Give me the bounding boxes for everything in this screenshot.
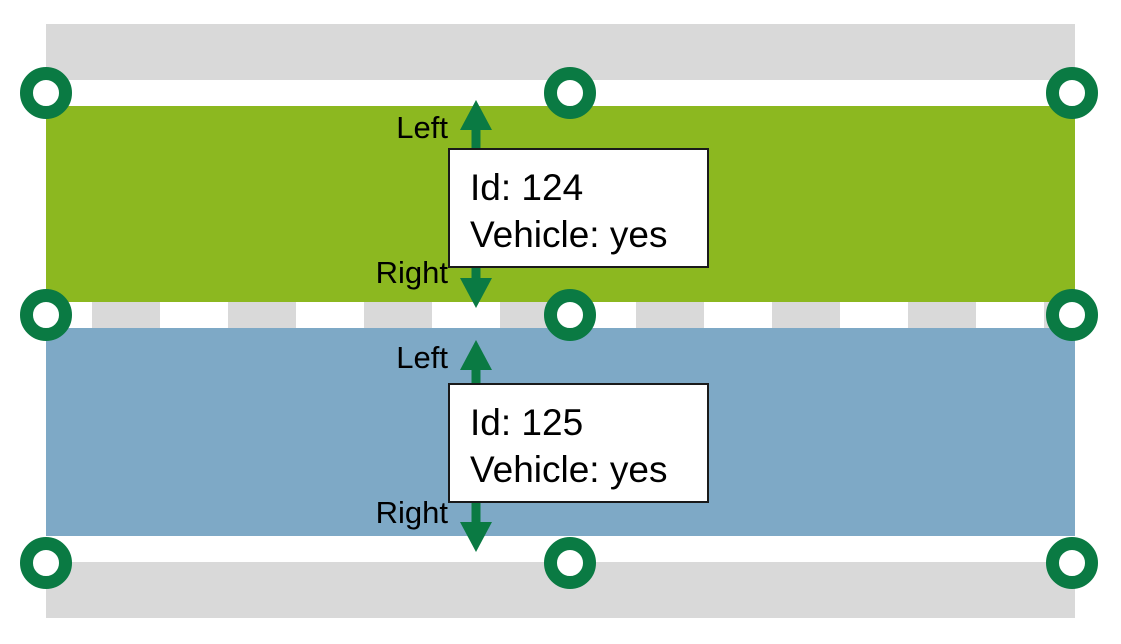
node-marker-bottom-right[interactable]	[1046, 537, 1098, 589]
lane-info-box-124[interactable]: Id: 124 Vehicle: yes	[448, 148, 709, 268]
node-marker-middle-left[interactable]	[20, 289, 72, 341]
node-marker-bottom-left[interactable]	[20, 537, 72, 589]
lane-info-box-125[interactable]: Id: 125 Vehicle: yes	[448, 383, 709, 503]
lane-125-left-label: Left	[396, 340, 448, 375]
lane-125-id-text: Id: 125	[470, 402, 584, 443]
node-marker-bottom-center[interactable]	[544, 537, 596, 589]
node-marker-middle-center[interactable]	[544, 289, 596, 341]
lane-124-id-text: Id: 124	[470, 167, 584, 208]
lane-125-right-label: Right	[375, 495, 448, 530]
lane-125-vehicle-text: Vehicle: yes	[470, 449, 668, 491]
node-marker-middle-right[interactable]	[1046, 289, 1098, 341]
node-marker-top-right[interactable]	[1046, 67, 1098, 119]
lane-124-left-label: Left	[396, 110, 448, 145]
node-marker-top-left[interactable]	[20, 67, 72, 119]
lane-124-right-label: Right	[375, 255, 448, 290]
lane-124-vehicle-text: Vehicle: yes	[470, 214, 668, 256]
node-marker-top-center[interactable]	[544, 67, 596, 119]
